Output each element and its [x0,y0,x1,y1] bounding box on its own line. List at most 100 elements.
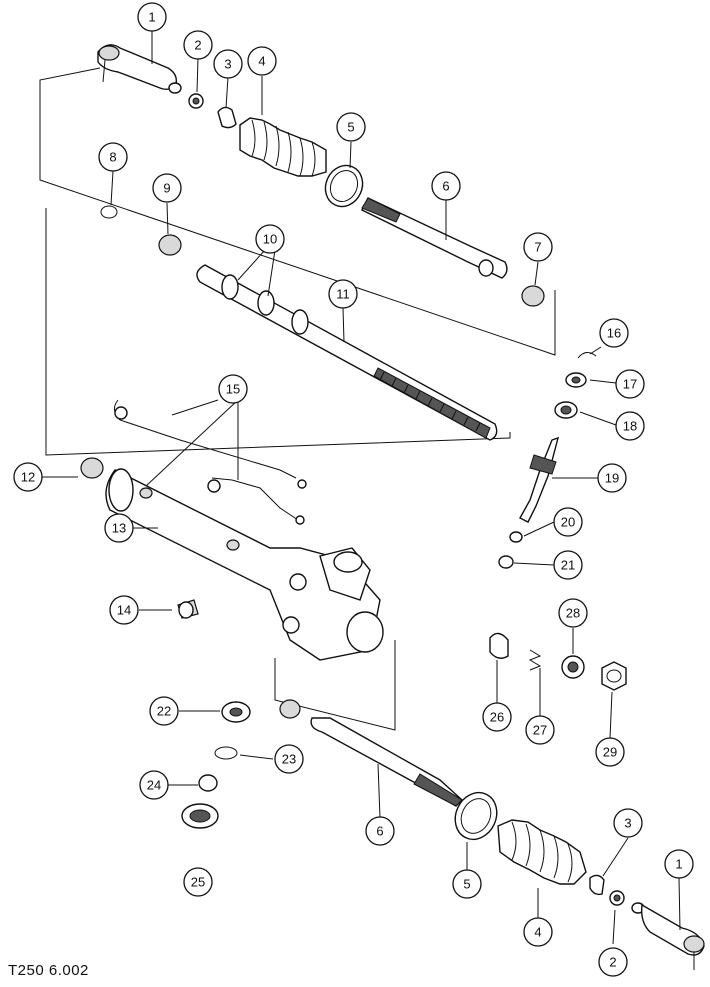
callout-number: 4 [534,925,541,940]
callout-circle [218,374,248,404]
callout-circle [452,869,482,899]
callout-number: 17 [623,377,637,392]
callout-17: 17 [615,369,645,399]
callout-10: 10 [255,224,285,254]
callout-4: 4 [523,917,553,947]
callout-number: 6 [376,824,383,839]
callout-3: 3 [213,49,243,79]
callout-4: 4 [247,46,277,76]
callout-7: 7 [523,232,553,262]
callout-number: 23 [282,752,296,767]
housing-fitting [177,599,199,619]
callout-2: 2 [598,947,628,977]
hydraulic-lines [114,399,307,525]
callout-circle [595,737,625,767]
pinion-washer [509,531,523,543]
callout-15: 15 [218,374,248,404]
callout-circle [152,173,182,203]
callout-22: 22 [149,696,179,726]
callout-circle [13,462,43,492]
callout-circle [431,171,461,201]
callout-26: 26 [482,702,512,732]
callout-circle [183,30,213,60]
callout-number: 12 [21,470,35,485]
callout-number: 14 [117,603,131,618]
lower-plug [198,774,218,792]
callout-19: 19 [597,463,627,493]
lower-o-ring [214,746,238,760]
jam-nut-lower [609,890,625,906]
callout-number: 10 [263,232,277,247]
callout-23: 23 [274,744,304,774]
callout-number: 8 [109,150,116,165]
callout-25: 25 [183,867,213,897]
bellows-boot-upper [239,117,327,177]
callout-circle [615,369,645,399]
callout-number: 1 [148,10,155,25]
callout-1: 1 [137,2,167,32]
callout-3: 3 [613,808,643,838]
callout-6: 6 [365,816,395,846]
callout-number: 26 [490,710,504,725]
callout-6: 6 [431,171,461,201]
callout-number: 21 [561,558,575,573]
snap-ring-left [100,205,118,219]
callout-number: 27 [533,723,547,738]
lower-seal [221,701,251,723]
callout-circle [104,513,134,543]
callout-5: 5 [336,112,366,142]
bushing-housing-end [80,457,104,479]
callout-9: 9 [152,173,182,203]
rack-housing [105,468,384,661]
callout-circle [247,46,277,76]
pinion-bearing [554,401,578,419]
callout-circle [523,917,553,947]
callout-number: 22 [157,704,171,719]
callout-circle [183,867,213,897]
callout-number: 3 [624,816,631,831]
bushing-right [521,285,545,307]
callout-number: 5 [463,877,470,892]
yoke-adjuster [561,655,585,679]
pinion-nut [498,555,514,569]
callout-number: 19 [605,471,619,486]
callout-24: 24 [139,770,169,800]
callout-circle [664,849,694,879]
callout-number: 3 [224,57,231,72]
callout-number: 2 [194,38,201,53]
bushing-lower [279,699,301,719]
lower-cap [181,803,219,829]
callout-circle [613,808,643,838]
callout-circle [255,224,285,254]
callout-circle [328,279,358,309]
callout-21: 21 [553,550,583,580]
callout-14: 14 [109,595,139,625]
callout-circle [149,696,179,726]
callout-number: 24 [147,778,161,793]
callout-circle [523,232,553,262]
callout-13: 13 [104,513,134,543]
callout-number: 28 [566,606,580,621]
callout-number: 6 [442,179,449,194]
callout-circle [599,318,629,348]
assembly-outline-upper [39,67,556,456]
assembly-outline-lower [274,640,396,731]
callout-number: 11 [336,287,350,302]
callout-29: 29 [595,737,625,767]
callout-circle [98,142,128,172]
callout-28: 28 [558,598,588,628]
callout-11: 11 [328,279,358,309]
callout-circle [213,49,243,79]
jam-nut-upper [188,93,204,109]
callout-number: 7 [534,240,541,255]
inner-tie-rod-lower [310,717,464,807]
callout-number: 20 [561,515,575,530]
pinion-snap-ring [577,352,597,359]
inner-tie-rod-upper [361,197,508,279]
callout-circle [597,463,627,493]
boot-clamp-lower [589,874,605,896]
tie-rod-end-upper [97,44,182,94]
rack-yoke [489,632,509,659]
